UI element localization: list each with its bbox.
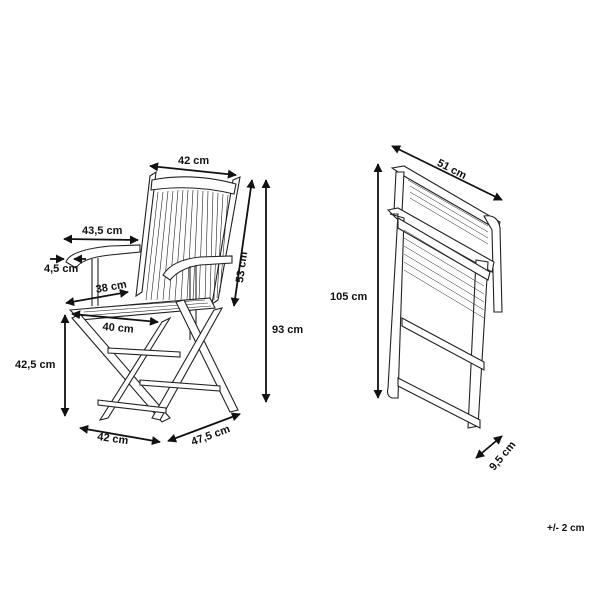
- folded-dimension-lines: [373, 145, 503, 459]
- total-height-label: 93 cm: [272, 324, 304, 336]
- tolerance-note: +/- 2 cm: [547, 523, 585, 534]
- unfolded-chair-drawing: [65, 170, 241, 423]
- seat-height-label: 42,5 cm: [15, 359, 56, 371]
- folded-height-label: 105 cm: [330, 291, 368, 303]
- unfolded-dimension-lines: [50, 162, 271, 446]
- armrest-width-label: 4,5 cm: [44, 263, 79, 275]
- armrest-length-label: 43,5 cm: [82, 225, 123, 237]
- backrest-width-label: 42 cm: [178, 155, 210, 167]
- folded-chair-drawing: [386, 165, 503, 429]
